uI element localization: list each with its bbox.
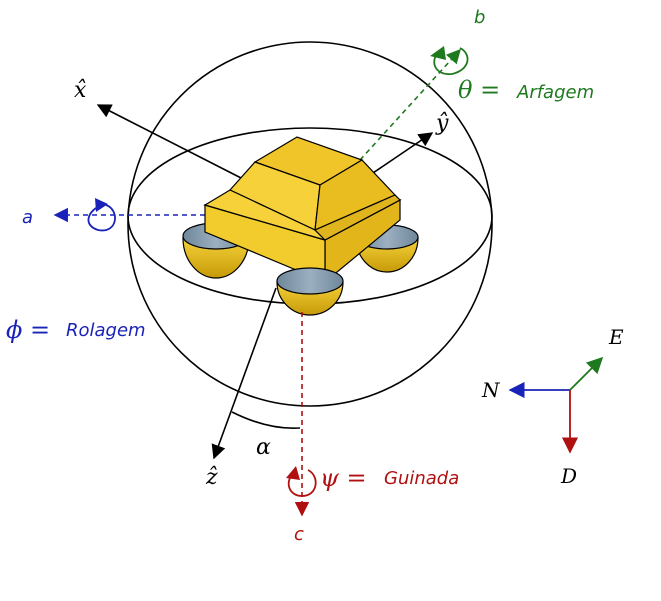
pitch-symbol: θ =	[458, 76, 500, 104]
alpha-arc	[231, 411, 301, 429]
pitch-axis-label: b	[474, 7, 485, 28]
north-label: N	[481, 378, 501, 402]
yaw-rotation-arrow	[287, 469, 317, 497]
yaw-name: Guinada	[384, 468, 459, 489]
down-label: D	[560, 464, 577, 488]
z-hat-axis	[211, 287, 277, 460]
roll-rotation-arrowhead	[95, 198, 108, 212]
pitch-rotation-arrow	[433, 47, 469, 75]
x-hat-label: x̂	[74, 78, 87, 103]
pitch-rotation-arrowhead	[430, 46, 446, 60]
rotor-front	[276, 267, 344, 316]
roll-symbol: ϕ =	[6, 316, 50, 344]
yaw-axis-label: c	[294, 524, 304, 545]
pitch-axis-line	[359, 48, 461, 161]
z-hat-label: ẑ	[205, 465, 218, 490]
roll-name: Rolagem	[66, 320, 146, 341]
alpha-label: α	[256, 435, 271, 460]
east-arrow	[569, 356, 604, 391]
yaw-symbol: ψ =	[320, 464, 367, 492]
yaw-rotation-arrowhead	[286, 466, 300, 480]
east-label: E	[608, 325, 624, 349]
x-hat-axis	[96, 104, 246, 181]
y-hat-label: ŷ	[435, 111, 449, 136]
pitch-name: Arfagem	[516, 82, 594, 103]
roll-rotation-arrow	[87, 204, 116, 232]
y-hat-axis	[369, 132, 434, 176]
roll-axis-label: a	[22, 207, 33, 228]
drone-body	[203, 136, 402, 284]
